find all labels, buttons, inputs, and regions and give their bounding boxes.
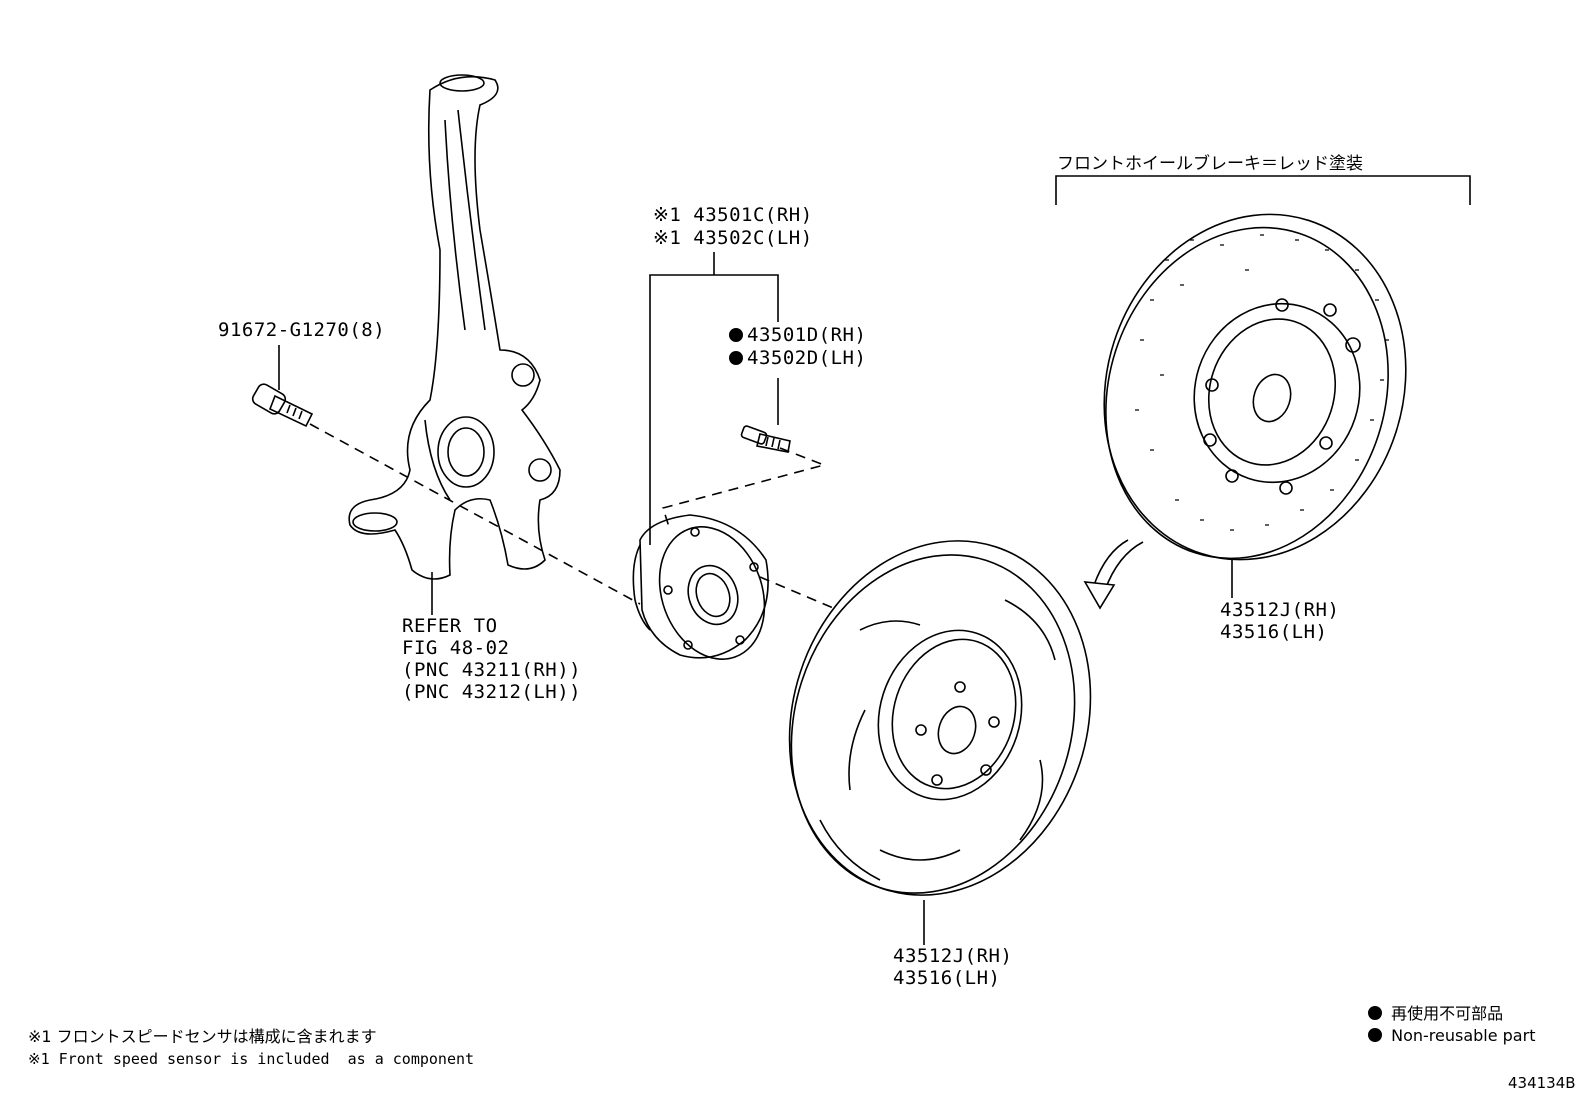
non-reusable-icon: [729, 351, 743, 365]
legend-en-text: Non-reusable part: [1391, 1026, 1536, 1045]
legend-jp: 再使用不可部品: [1368, 1000, 1503, 1024]
curved-arrow-icon: [1083, 539, 1144, 610]
stud-part-rh[interactable]: 43501D(RH): [729, 325, 866, 346]
red-rotor-part-lh[interactable]: 43516(LH): [1220, 621, 1328, 643]
hub-part-lh[interactable]: ※1 43502C(LH): [653, 227, 813, 249]
footnote-jp: ※1 フロントスピードセンサは構成に含まれます: [28, 1027, 377, 1046]
legend-dot-icon: [1368, 1006, 1382, 1020]
legend-en: Non-reusable part: [1368, 1026, 1535, 1045]
figure-id: 434134B: [1508, 1074, 1576, 1092]
non-reusable-icon: [729, 328, 743, 342]
steering-knuckle-icon: [348, 74, 561, 580]
wheel-hub-icon: [632, 514, 769, 660]
brake-rotor-icon: [788, 540, 1092, 896]
stud-part-lh[interactable]: 43502D(LH): [729, 348, 866, 369]
header-bracket: [1055, 175, 1471, 205]
knuckle-ref-line3[interactable]: (PNC 43211(RH)): [402, 659, 582, 681]
red-brake-rotor-icon: [1103, 213, 1407, 561]
hub-part-rh[interactable]: ※1 43501C(RH): [653, 204, 813, 226]
brake-color-note: フロントホイールブレーキ＝レッド塗装: [1057, 154, 1363, 174]
footnote-en: ※1 Front speed sensor is included as a c…: [28, 1050, 475, 1068]
legend-dot-icon: [1368, 1028, 1382, 1042]
stud-part-rh-text: 43501D(RH): [747, 324, 867, 346]
knuckle-ref-line1[interactable]: REFER TO: [402, 615, 498, 637]
bolt-icon: [251, 345, 314, 428]
red-rotor-part-rh[interactable]: 43512J(RH): [1220, 599, 1340, 621]
knuckle-ref-line2[interactable]: FIG 48-02: [402, 637, 510, 659]
legend-jp-text: 再使用不可部品: [1391, 1004, 1504, 1023]
stud-part-lh-text: 43502D(LH): [747, 347, 867, 369]
leader-lines: [309, 423, 839, 611]
rotor-part-rh[interactable]: 43512J(RH): [893, 945, 1013, 967]
rotor-part-lh[interactable]: 43516(LH): [893, 967, 1001, 989]
hub-bolt-icon: [740, 425, 791, 453]
knuckle-ref-line4[interactable]: (PNC 43212(LH)): [402, 681, 582, 703]
bolt-part[interactable]: 91672-G1270(8): [218, 319, 386, 341]
